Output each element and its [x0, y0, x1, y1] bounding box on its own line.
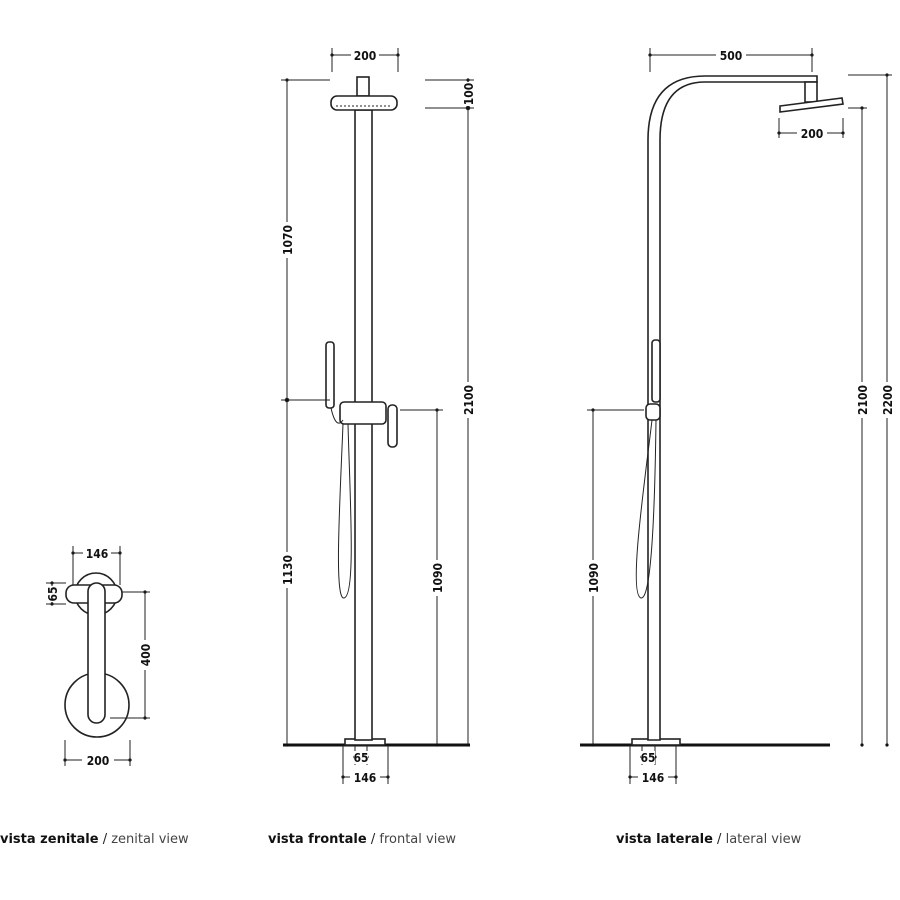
mixer-lever: [387, 404, 398, 448]
dim-base-width: 146: [354, 771, 377, 785]
dim-head-width: 200: [354, 49, 377, 63]
caption-english: lateral view: [725, 832, 802, 847]
shower-hose: [330, 407, 352, 599]
caption-italian: vista frontale: [268, 832, 367, 847]
dim-mixer-height: 1090: [587, 563, 601, 593]
dim-head-width: 200: [801, 127, 824, 141]
caption-lateral-view: vista laterale / lateral view: [616, 832, 801, 847]
dim-base-width: 146: [642, 771, 665, 785]
dim-mixer-width: 146: [86, 547, 109, 561]
head-connector: [356, 76, 370, 97]
shower-bracket: [645, 403, 661, 421]
dim-head-height: 100: [462, 83, 476, 106]
caption-italian: vista laterale: [616, 832, 713, 847]
mixer-body: [339, 401, 387, 425]
caption-english: frontal view: [379, 832, 456, 847]
hand-shower: [651, 339, 661, 403]
dim-arm-reach: 500: [720, 49, 743, 63]
zenital-view-drawing: 146 65 400 200: [45, 546, 153, 768]
dim-pipe-diameter: 65: [353, 751, 368, 765]
shower-head: [779, 97, 844, 113]
dim-base-diameter: 200: [87, 754, 110, 768]
shower-head: [330, 95, 398, 111]
shower-hose: [635, 419, 657, 599]
caption-english: zenital view: [111, 832, 189, 847]
caption-separator: /: [370, 832, 376, 847]
curved-shower-column: [647, 75, 818, 741]
shower-column: [354, 109, 373, 741]
dim-lower-height: 1130: [281, 555, 295, 585]
frontal-view-drawing: 200 100 1070 1130 2100 1090 65 146: [280, 48, 476, 785]
hand-shower: [325, 341, 335, 409]
lateral-view-drawing: 500 200 2100 2200 1090 65 146: [580, 48, 895, 785]
shower-arm-top: [87, 582, 106, 724]
dim-total-height: 2200: [881, 385, 895, 415]
caption-zenital-view: vista zenitale / zenital view: [0, 832, 189, 847]
dim-total-height: 2100: [462, 385, 476, 415]
dim-arm-length: 400: [139, 644, 153, 667]
caption-italian: vista zenitale: [0, 832, 99, 847]
caption-frontal-view: vista frontale / frontal view: [268, 832, 456, 847]
dim-pipe-diameter: 65: [640, 751, 655, 765]
caption-separator: /: [102, 832, 108, 847]
dim-mixer-height: 1090: [431, 563, 445, 593]
head-connector: [804, 81, 818, 103]
caption-separator: /: [717, 832, 722, 847]
dim-head-height: 2100: [856, 385, 870, 415]
dim-upper-height: 1070: [281, 225, 295, 255]
dim-handle-height: 65: [46, 586, 60, 601]
